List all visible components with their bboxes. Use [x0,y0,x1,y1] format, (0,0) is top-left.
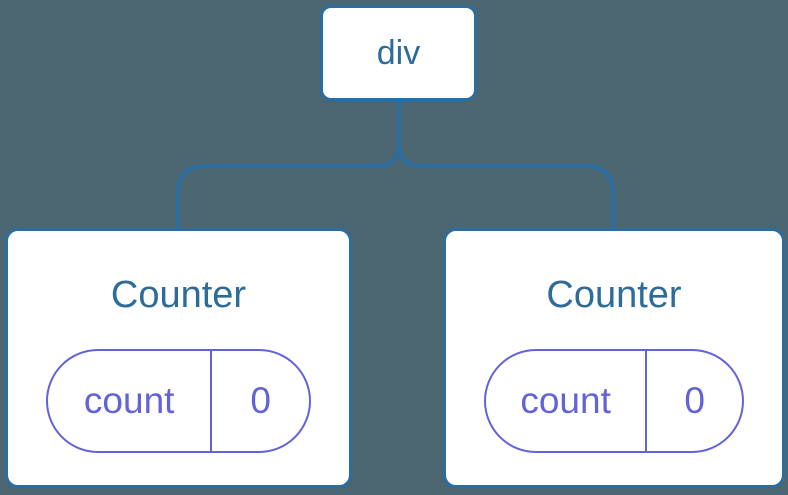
connector-left-branch [176,101,401,228]
counter-1-title: Counter [110,274,247,316]
counter-2-title: Counter [546,274,682,316]
connector-right-branch [397,101,615,228]
tree-node-counter-2: Counter count 0 [443,228,785,488]
counter-1-state-key-label: count [83,380,175,421]
counter-2-state-pill: count 0 [484,349,744,453]
tree-node-root: div [320,5,477,101]
counter-1-state-pill: count 0 [46,349,311,453]
counter-1-state-value: 0 [210,351,309,451]
root-node-label: div [376,34,421,72]
tree-node-counter-1: Counter count 0 [5,228,352,488]
counter-2-state-key-label: count [520,380,611,421]
counter-2-state-value: 0 [645,351,742,451]
